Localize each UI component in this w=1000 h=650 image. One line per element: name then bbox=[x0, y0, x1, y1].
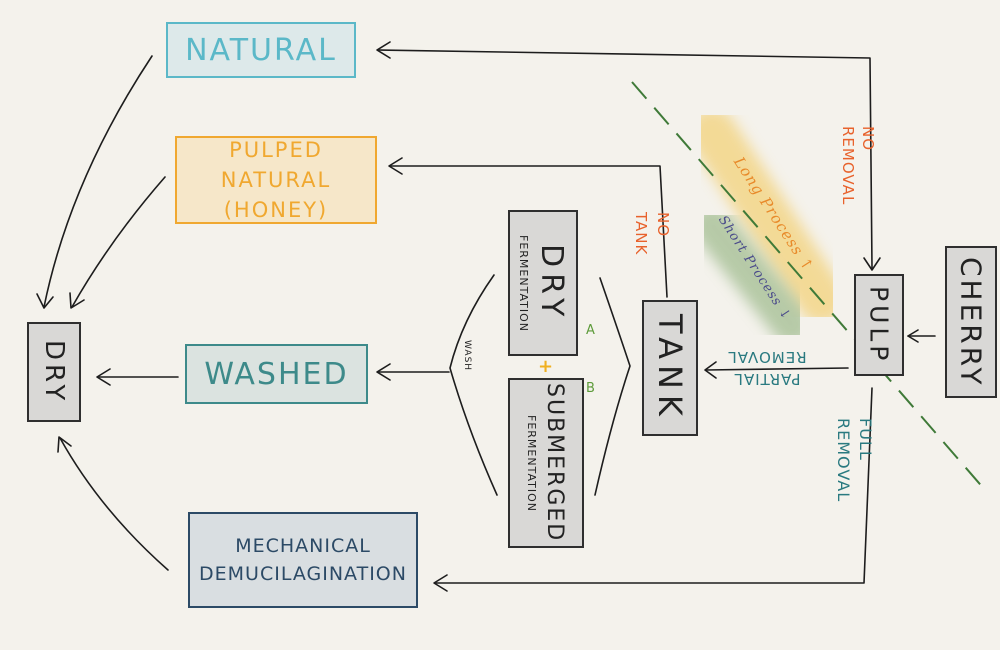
arrowhead-dry-mid bbox=[96, 368, 111, 386]
honey-label: (HONEY) bbox=[223, 198, 329, 222]
connector-honey-to-dry bbox=[71, 176, 166, 308]
cherry-label: CHERRY bbox=[954, 256, 988, 388]
arrowhead-washed bbox=[376, 363, 391, 381]
label-b: B bbox=[586, 381, 596, 396]
arrowhead-pulp-right bbox=[907, 329, 919, 343]
connector-pulp-to-natural bbox=[377, 49, 873, 269]
washed-label: WASHED bbox=[204, 356, 349, 392]
dry-label: DRY bbox=[39, 339, 69, 405]
arrowhead-honey bbox=[388, 157, 403, 175]
pulp-label: PULP bbox=[864, 285, 894, 365]
no-tank-label: NO TANK bbox=[632, 212, 672, 256]
arrowhead-pulp-top bbox=[863, 257, 881, 271]
mechanical-demucilagination-box: MECHANICAL DEMUCILAGINATION bbox=[188, 512, 418, 608]
arrowhead-dry-top1 bbox=[36, 293, 54, 309]
connector-mechanical-to-dry bbox=[59, 437, 169, 571]
short-process-highlight bbox=[692, 205, 812, 345]
no-removal-label: NO REMOVAL bbox=[839, 126, 877, 206]
submerged-sub-label: FERMENTATION bbox=[525, 414, 538, 512]
dry-fermentation-sub-label: FERMENTATION bbox=[517, 234, 530, 332]
dry-fermentation-main-label: DRY bbox=[534, 243, 569, 323]
tank-label: TANK bbox=[651, 314, 689, 422]
connector-tank-to-honey bbox=[389, 165, 668, 298]
arrowhead-dry-top2 bbox=[69, 292, 85, 309]
pulped-natural-box: PULPED NATURAL (HONEY) bbox=[175, 136, 377, 224]
bracket-wash bbox=[449, 274, 498, 496]
submerged-main-label: SUBMERGED bbox=[542, 383, 567, 543]
mechanical-label: MECHANICAL bbox=[235, 535, 371, 557]
natural-label: NATURAL bbox=[185, 32, 337, 68]
label-a: A bbox=[586, 323, 596, 338]
dashed-divider-line bbox=[631, 81, 986, 491]
arrowhead-tank bbox=[704, 361, 717, 379]
arrowhead-dry-bottom bbox=[57, 436, 72, 453]
cherry-box: CHERRY bbox=[945, 246, 997, 398]
natural-box: NATURAL bbox=[166, 22, 356, 78]
full-removal-label: FULL REMOVAL bbox=[834, 418, 875, 503]
tank-box: TANK bbox=[642, 300, 698, 436]
pulp-box: PULP bbox=[854, 274, 904, 376]
demucilagination-label: DEMUCILAGINATION bbox=[199, 563, 407, 585]
connector-pulp-to-mechanical bbox=[434, 387, 873, 584]
bracket-tank-left bbox=[594, 277, 631, 496]
long-process-highlight bbox=[688, 108, 846, 324]
connector-pulp-to-tank bbox=[705, 367, 849, 371]
pulped-natural-label: PULPED NATURAL bbox=[220, 138, 332, 192]
submerged-fermentation-box: SUBMERGED FERMENTATION bbox=[508, 378, 584, 548]
dry-box: DRY bbox=[27, 322, 81, 422]
dry-fermentation-box: DRY FERMENTATION bbox=[508, 210, 578, 356]
label-plus: + bbox=[538, 356, 555, 377]
partial-removal-label: PARTIAL REMOVAL bbox=[727, 348, 807, 388]
arrowhead-mechanical bbox=[433, 574, 448, 592]
arrowhead-natural bbox=[376, 41, 391, 59]
connector-natural-to-dry bbox=[43, 55, 153, 308]
washed-box: WASHED bbox=[185, 344, 368, 404]
wash-label: WASH bbox=[462, 340, 472, 372]
